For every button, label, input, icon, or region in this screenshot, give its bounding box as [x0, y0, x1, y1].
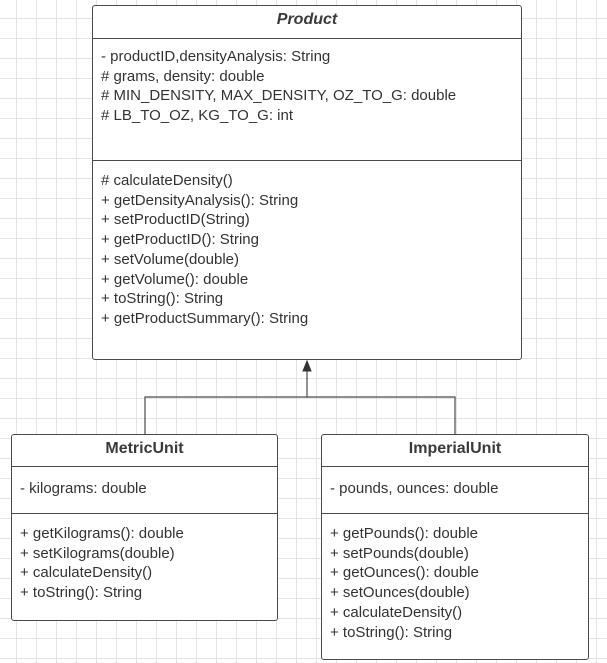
- operation: + getKilograms(): double: [20, 525, 184, 542]
- class-imperialunit-operations: + getPounds(): double + setPounds(double…: [322, 514, 588, 642]
- attribute: - kilograms: double: [20, 480, 147, 497]
- attribute: # grams, density: double: [101, 67, 265, 85]
- operation: + toString(): String: [20, 584, 143, 602]
- operation: + getProductSummary(): String: [101, 309, 309, 327]
- operation: + setProductID(String): [101, 211, 250, 229]
- class-imperialunit-attributes: - pounds, ounces: double: [322, 467, 588, 514]
- class-metricunit[interactable]: MetricUnit - kilograms: double + getKilo…: [11, 434, 278, 621]
- operation: + setVolume(double): [101, 250, 240, 268]
- imperial-inheritance-line: [307, 396, 456, 434]
- operation: + getDensityAnalysis(): String: [101, 191, 299, 209]
- operation: + setPounds(double): [330, 544, 469, 562]
- inheritance-arrowhead: [302, 359, 312, 372]
- operation: + toString(): String: [330, 623, 453, 641]
- class-imperialunit[interactable]: ImperialUnit - pounds, ounces: double + …: [321, 434, 589, 660]
- class-product[interactable]: Product - productID,densityAnalysis: Str…: [92, 5, 522, 360]
- attribute: - productID,densityAnalysis: String: [101, 48, 331, 65]
- class-metricunit-title: MetricUnit: [12, 435, 277, 467]
- class-product-operations: # calculateDensity() + getDensityAnalysi…: [93, 161, 521, 329]
- class-metricunit-operations: + getKilograms(): double + setKilograms(…: [12, 514, 277, 603]
- attribute: - pounds, ounces: double: [330, 480, 499, 497]
- operation: + toString(): String: [101, 290, 224, 308]
- operation: + setOunces(double): [330, 584, 470, 602]
- class-metricunit-attributes: - kilograms: double: [12, 467, 277, 514]
- attribute: # LB_TO_OZ, KG_TO_G: int: [101, 107, 294, 125]
- operation: + getProductID(): String: [101, 231, 259, 249]
- operation: + getOunces(): double: [330, 564, 479, 582]
- operation: + setKilograms(double): [20, 544, 175, 562]
- operation: + calculateDensity(): [330, 603, 463, 621]
- class-product-attributes: - productID,densityAnalysis: String # gr…: [93, 39, 521, 161]
- operation: # calculateDensity(): [101, 172, 233, 189]
- operation: + getPounds(): double: [330, 525, 479, 542]
- metric-inheritance-line: [144, 370, 308, 434]
- attribute: # MIN_DENSITY, MAX_DENSITY, OZ_TO_G: dou…: [101, 87, 457, 105]
- class-product-title: Product: [93, 6, 521, 39]
- operation: + calculateDensity(): [20, 564, 153, 582]
- operation: + getVolume(): double: [101, 270, 249, 288]
- class-imperialunit-title: ImperialUnit: [322, 435, 588, 467]
